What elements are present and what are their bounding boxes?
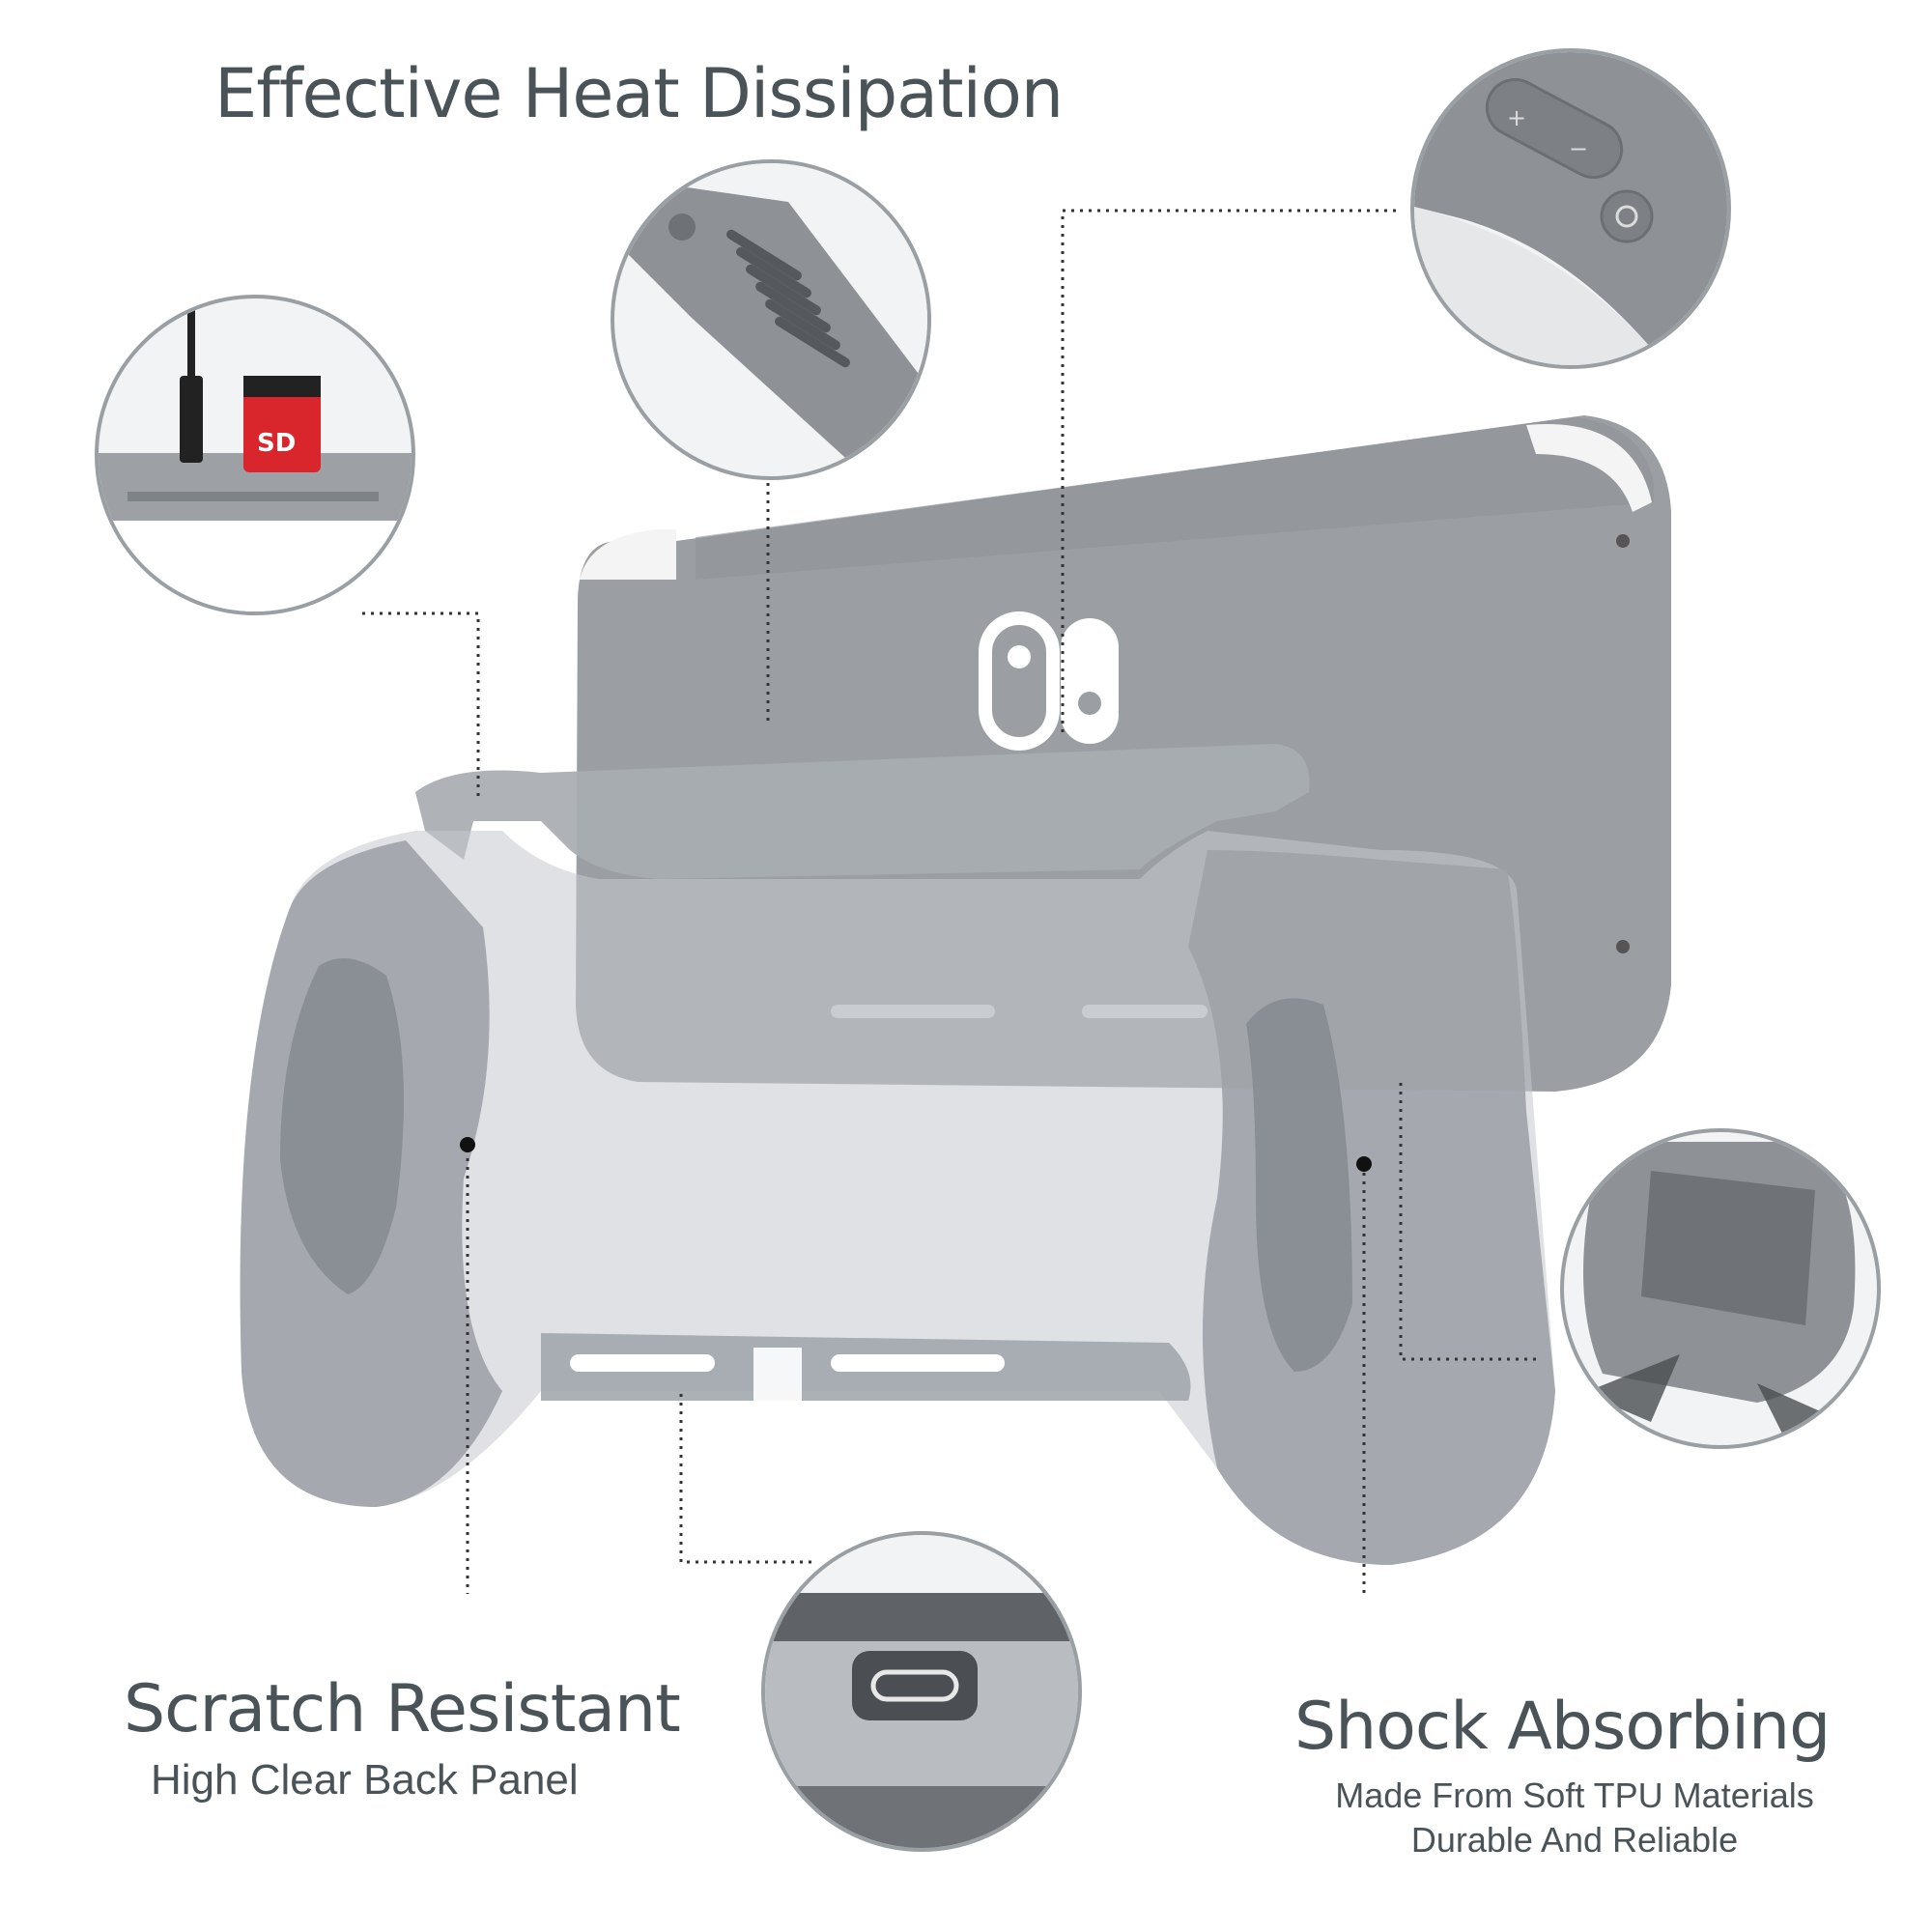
callout-lines (362, 209, 1536, 1599)
svg-text:SD: SD (257, 429, 296, 458)
detail-circle-grip (1560, 1128, 1881, 1449)
callout-dots (460, 1137, 1372, 1172)
shock-absorbing-subtitle-line2: Durable And Reliable (1410, 1820, 1739, 1860)
sd-card-icon: SD (243, 376, 321, 472)
detail-circle-buttons: + − (1410, 48, 1731, 369)
svg-text:−: − (1569, 135, 1588, 162)
detail-circle-ports: SD (95, 295, 415, 615)
heat-vent-icon (726, 229, 850, 368)
screw-icon (1616, 940, 1630, 953)
scratch-resistant-subtitle: High Clear Back Panel (151, 1756, 579, 1804)
vent-hole-icon (668, 213, 696, 241)
grip-case (240, 744, 1556, 1565)
detail-circle-usb-c (761, 1531, 1082, 1852)
headphone-jack-icon (180, 298, 203, 463)
screw-icon (1616, 534, 1630, 548)
switch-logo-icon (979, 611, 1119, 751)
usb-c-port-icon (852, 1651, 978, 1720)
scratch-resistant-title: Scratch Resistant (124, 1671, 681, 1747)
power-button-icon (1600, 189, 1654, 243)
detail-circle-heat-vent (611, 159, 931, 480)
shock-absorbing-subtitle-line1: Made From Soft TPU Materials (1335, 1776, 1814, 1815)
shock-absorbing-title: Shock Absorbing (1294, 1689, 1831, 1765)
svg-text:+: + (1507, 104, 1526, 131)
volume-buttons-icon: + − (1485, 77, 1624, 180)
heat-dissipation-title: Effective Heat Dissipation (214, 54, 1064, 133)
switch-logo-icon (231, 549, 294, 609)
